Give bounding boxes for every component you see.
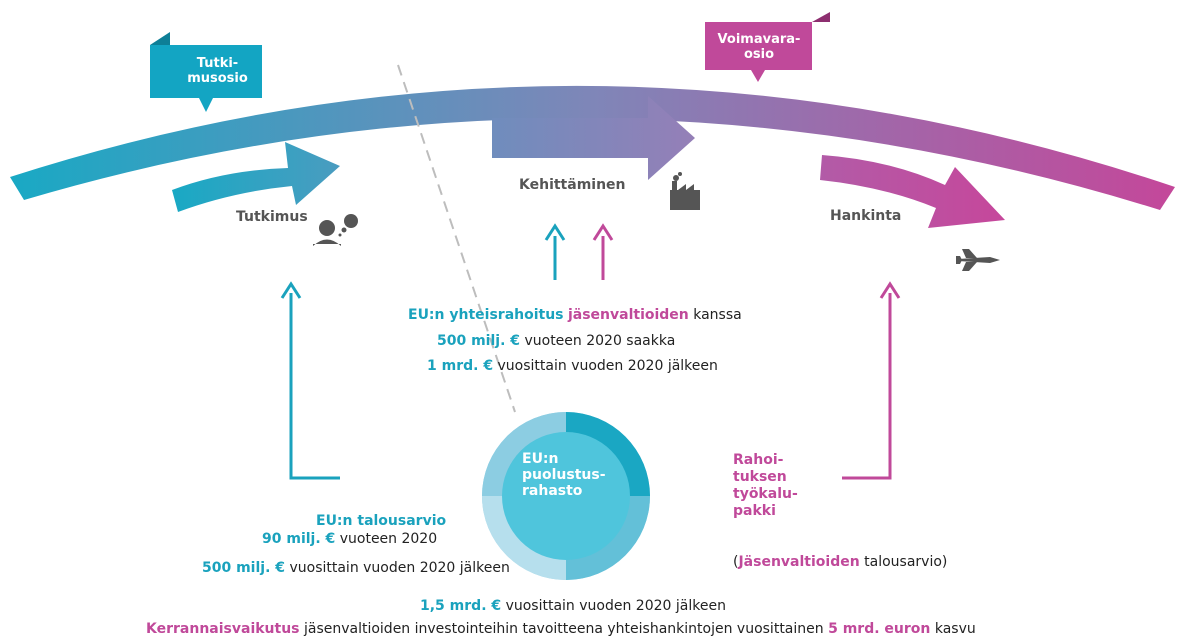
stage-acquisition-label: Hankinta [830, 208, 902, 224]
toolbox-line3: työkalu- [733, 486, 798, 502]
eu-budget-text-after: vuosittain vuoden 2020 jälkeen [289, 560, 510, 576]
total-line: 1,5 mrd. € vuosittain vuoden 2020 jälkee… [420, 597, 726, 615]
fund-line2: puolustus- [522, 467, 606, 483]
cofinancing-highlight: jäsenvaltioiden [567, 307, 689, 323]
toolbox-label: Rahoi- tuksen työkalu- pakki [733, 452, 798, 520]
eu-budget-line2: 90 milj. € vuoteen 2020 [262, 530, 437, 548]
capability-phase-tab [705, 12, 830, 82]
research-phase-label: Tutki- musosio [180, 56, 255, 86]
research-phase-line2: musosio [187, 71, 248, 86]
total-amount: 1,5 mrd. € [420, 598, 502, 614]
fighter-jet-icon [956, 249, 1000, 271]
cofinancing-suffix: kanssa [693, 307, 742, 323]
fund-line1: EU:n [522, 451, 559, 467]
eu-budget-line3: 500 milj. € vuosittain vuoden 2020 jälke… [202, 559, 510, 577]
eu-budget-text-2020: vuoteen 2020 [339, 531, 438, 547]
eu-budget-amount-after: 500 milj. € [202, 560, 286, 576]
toolbox-arrow [842, 281, 901, 480]
toolbox-note-highlight: Jäsenvaltioiden [738, 554, 860, 570]
leverage-highlight1: Kerrannaisvaikutus [146, 621, 300, 637]
toolbox-note-open: ( [733, 554, 739, 570]
cofinancing-text-2020: vuoteen 2020 saakka [524, 333, 676, 349]
cofinancing-prefix: EU:n yhteisrahoitus [408, 307, 564, 323]
stage-research-label: Tutkimus [236, 209, 308, 225]
cofinancing-text-after: vuosittain vuoden 2020 jälkeen [497, 358, 718, 374]
fund-label: EU:n puolustus- rahasto [522, 451, 606, 499]
capability-phase-line1: Voimavara- [717, 32, 801, 47]
leverage-line: Kerrannaisvaikutus jäsenvaltioiden inves… [146, 620, 976, 638]
dashed-separator [397, 64, 516, 413]
cofinancing-line1: EU:n yhteisrahoitus jäsenvaltioiden kans… [408, 306, 742, 324]
leverage-highlight2: 5 mrd. euron [828, 621, 931, 637]
cofinancing-amount-2020: 500 milj. € [437, 333, 521, 349]
cofinancing-amount-after: 1 mrd. € [427, 358, 494, 374]
total-text: vuosittain vuoden 2020 jälkeen [505, 598, 726, 614]
acquisition-stage-arrow [820, 155, 1005, 228]
development-stage-arrow [492, 96, 695, 180]
defence-fund-circle [482, 412, 650, 580]
toolbox-note: (Jäsenvaltioiden talousarvio) [733, 553, 947, 571]
person-thinking-icon [313, 214, 358, 246]
timeline-arc [10, 85, 1175, 210]
capability-phase-label: Voimavara- osio [707, 32, 811, 62]
research-stage-arrow [172, 142, 340, 212]
research-phase-tab [150, 32, 262, 112]
research-phase-line1: Tutki- [196, 56, 239, 71]
toolbox-line2: tuksen [733, 469, 787, 485]
cofinancing-line2: 500 milj. € vuoteen 2020 saakka [437, 332, 675, 350]
toolbox-line1: Rahoi- [733, 452, 784, 468]
toolbox-note-rest: talousarvio) [859, 554, 948, 570]
leverage-text1: jäsenvaltioiden investointeihin tavoitte… [303, 621, 824, 637]
eu-budget-amount-2020: 90 milj. € [262, 531, 336, 547]
eu-budget-title: EU:n talousarvio [316, 513, 447, 529]
factory-icon [670, 172, 700, 210]
capability-phase-line2: osio [743, 47, 775, 62]
leverage-text2: kasvu [934, 621, 976, 637]
fund-line3: rahasto [522, 483, 583, 499]
eu-budget-arrow [280, 281, 340, 480]
stage-development-label: Kehittäminen [519, 177, 626, 193]
cofinancing-line3: 1 mrd. € vuosittain vuoden 2020 jälkeen [427, 357, 718, 375]
cofinancing-arrows [544, 223, 614, 280]
toolbox-line4: pakki [733, 503, 776, 519]
